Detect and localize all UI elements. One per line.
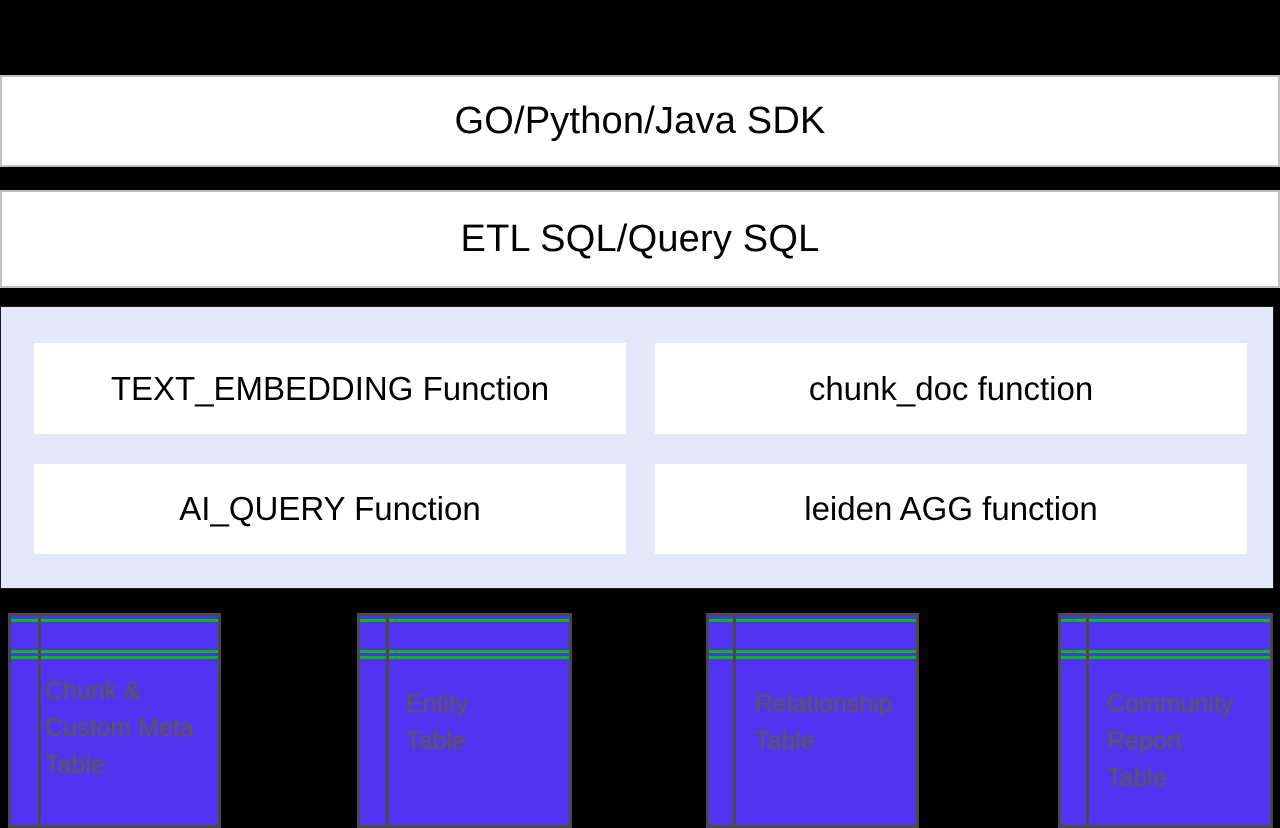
- table-header-rule-mid-b: [709, 656, 916, 659]
- storage-table-entity[interactable]: Entity Table: [357, 613, 572, 828]
- sdk-layer-label: GO/Python/Java SDK: [454, 99, 826, 142]
- function-box-leiden-agg[interactable]: leiden AGG function: [655, 464, 1247, 554]
- table-column-divider: [386, 616, 389, 825]
- function-box-text-embedding[interactable]: TEXT_EMBEDDING Function: [34, 343, 626, 434]
- table-column-divider: [1086, 616, 1089, 825]
- table-header-rule-mid-b: [11, 656, 218, 659]
- table-header-rule-top: [709, 619, 916, 622]
- sql-layer-label: ETL SQL/Query SQL: [460, 217, 820, 260]
- storage-table-community-report[interactable]: Community Report Table: [1058, 613, 1273, 828]
- table-header-rule-mid-a: [1061, 650, 1270, 653]
- storage-table-label-entity: Entity Table: [406, 690, 469, 755]
- storage-table-label-chunk-custom-meta: Chunk & Custom Meta Table: [45, 677, 194, 779]
- table-header-rule-top: [1061, 619, 1270, 622]
- table-header-rule-mid-a: [11, 650, 218, 653]
- function-label-chunk-doc: chunk_doc function: [808, 369, 1094, 407]
- function-panel: TEXT_EMBEDDING Function chunk_doc functi…: [0, 306, 1274, 589]
- table-column-divider: [38, 616, 41, 825]
- function-label-text-embedding: TEXT_EMBEDDING Function: [110, 369, 550, 407]
- table-header-rule-mid-a: [360, 650, 569, 653]
- table-header-rule-mid-a: [709, 650, 916, 653]
- storage-table-relationship[interactable]: Relationship Table: [706, 613, 919, 828]
- table-header-rule-top: [360, 619, 569, 622]
- function-box-ai-query[interactable]: AI_QUERY Function: [34, 464, 626, 554]
- function-label-leiden-agg: leiden AGG function: [804, 490, 1098, 527]
- sdk-layer-bar: GO/Python/Java SDK: [0, 75, 1280, 167]
- table-header-rule-mid-b: [1061, 656, 1270, 659]
- table-header-rule-mid-b: [360, 656, 569, 659]
- storage-table-label-community-report: Community Report Table: [1107, 690, 1234, 792]
- sql-layer-bar: ETL SQL/Query SQL: [0, 190, 1280, 288]
- table-header-rule-top: [11, 619, 218, 622]
- storage-table-label-relationship: Relationship Table: [755, 690, 893, 755]
- table-column-divider: [733, 616, 736, 825]
- function-box-chunk-doc[interactable]: chunk_doc function: [655, 343, 1247, 434]
- function-label-ai-query: AI_QUERY Function: [179, 490, 481, 527]
- storage-table-chunk-custom-meta[interactable]: Chunk & Custom Meta Table: [8, 613, 221, 828]
